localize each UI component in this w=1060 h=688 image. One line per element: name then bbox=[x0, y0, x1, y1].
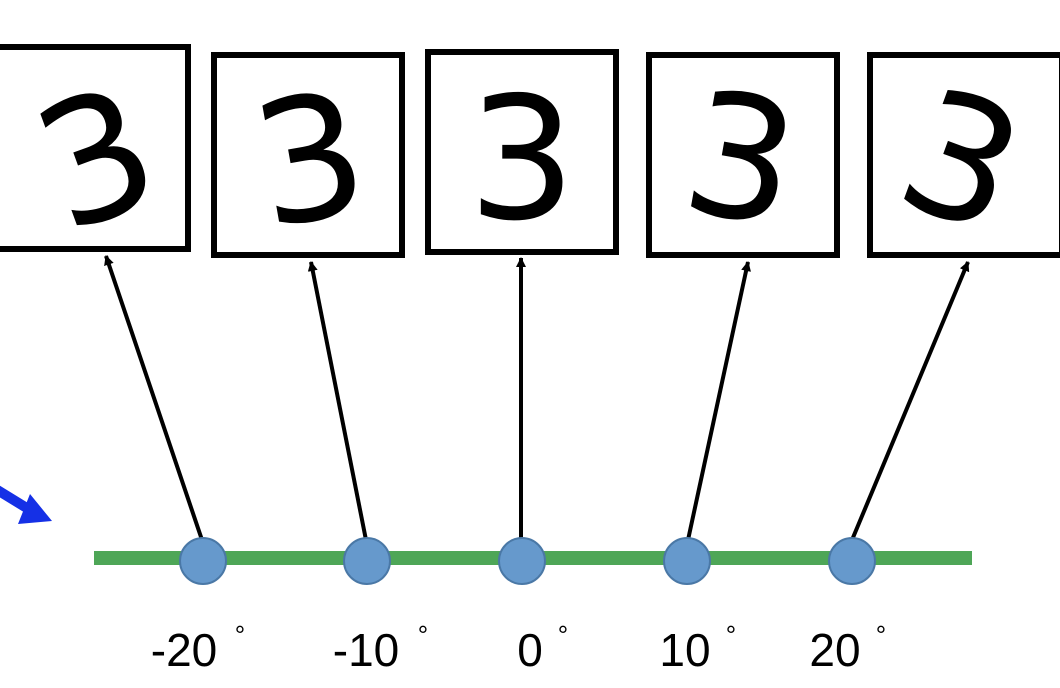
angle-label: 20 bbox=[809, 624, 860, 676]
digit-box: 3 bbox=[0, 44, 191, 272]
angle-dot bbox=[179, 537, 227, 585]
degree-symbol: ° bbox=[558, 620, 568, 650]
digit-box: 3 bbox=[646, 52, 840, 267]
angle-label: 0 bbox=[517, 624, 543, 676]
angle-label: -20 bbox=[151, 624, 217, 676]
angle-dot bbox=[828, 537, 876, 585]
angle-dot bbox=[343, 537, 391, 585]
mapping-arrow bbox=[307, 261, 368, 541]
degree-symbol: ° bbox=[726, 620, 736, 650]
angle-dot bbox=[498, 537, 546, 585]
digit-box: 3 bbox=[867, 50, 1060, 273]
angle-label: -10 bbox=[333, 624, 399, 676]
degree-symbol: ° bbox=[876, 620, 886, 650]
digit-box: 3 bbox=[211, 52, 405, 268]
degree-symbol: ° bbox=[418, 620, 428, 650]
digit-box: 3 bbox=[425, 49, 619, 259]
mapping-arrow bbox=[104, 255, 204, 541]
mapping-arrow bbox=[686, 261, 751, 541]
mapping-arrow bbox=[850, 261, 970, 541]
angle-dot bbox=[663, 537, 711, 585]
pointer-arrow-icon bbox=[0, 485, 52, 524]
degree-symbol: ° bbox=[235, 620, 245, 650]
angle-label: 10 bbox=[659, 624, 710, 676]
digit-text: 3 bbox=[468, 61, 576, 259]
